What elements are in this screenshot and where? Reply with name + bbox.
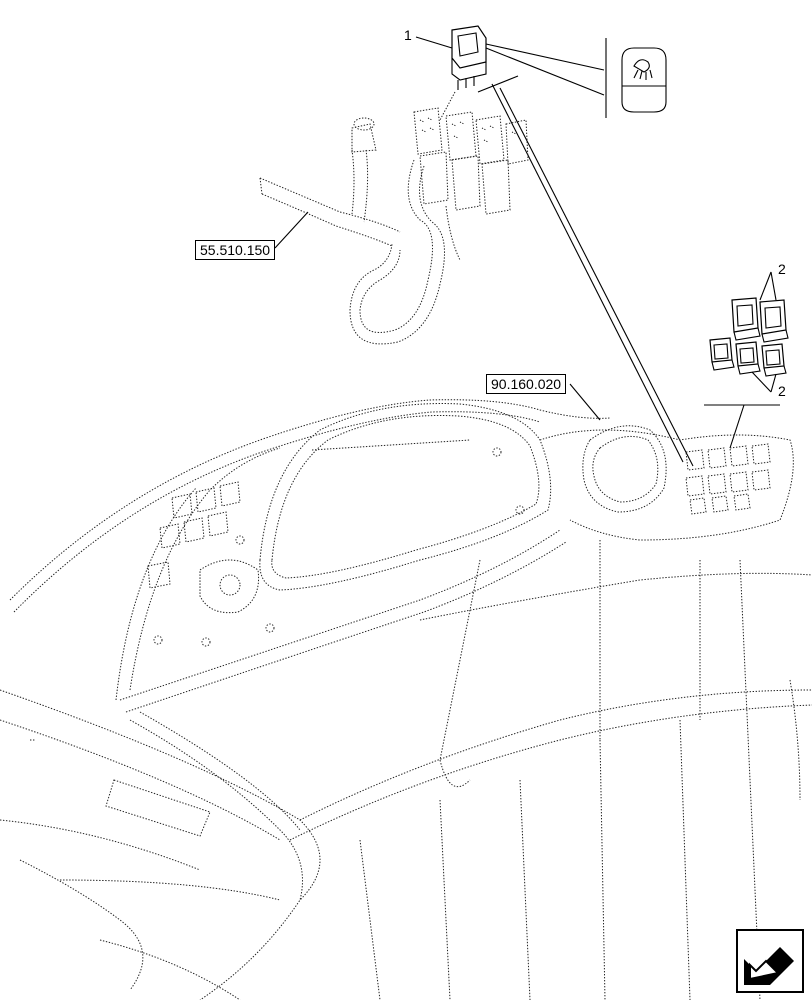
connector-cluster [349, 107, 529, 345]
callout-item-2-top: 2 [778, 261, 786, 277]
previous-page-arrow-icon[interactable] [736, 929, 804, 993]
callout-item-2-bottom: 2 [778, 383, 786, 399]
work-light-icon [621, 47, 667, 113]
reference-console-label[interactable]: 90.160.020 [486, 374, 567, 394]
reference-harness-label[interactable]: 55.510.150 [195, 240, 276, 260]
item-1-switch [415, 25, 605, 121]
item-2-switches [704, 271, 789, 449]
switch-symbol-inset [605, 38, 667, 118]
callout-item-1: 1 [404, 27, 412, 43]
dashboard-outline [0, 399, 812, 1000]
cable-harness [259, 117, 401, 249]
